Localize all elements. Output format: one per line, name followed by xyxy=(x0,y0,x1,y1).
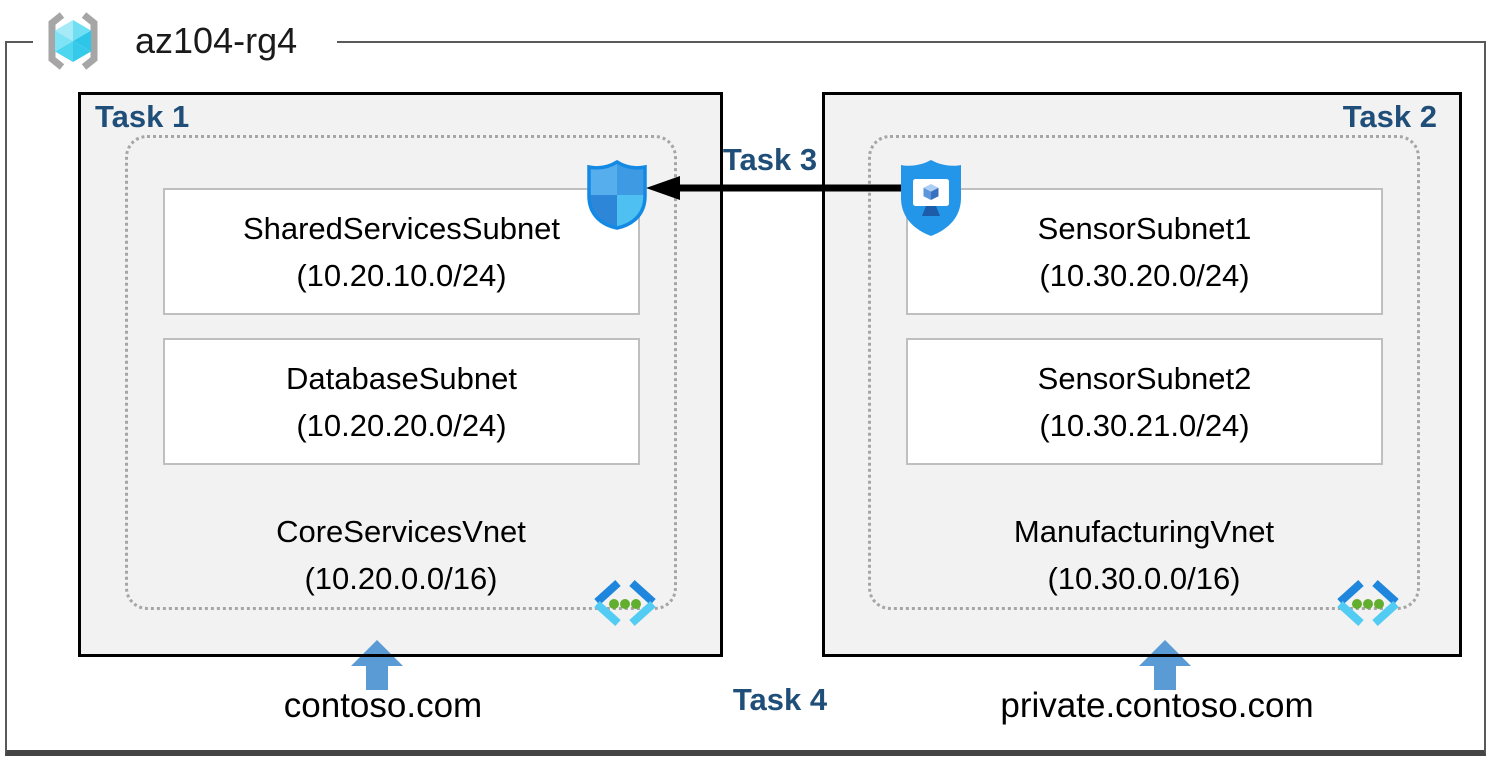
subnet-cidr: (10.30.20.0/24) xyxy=(1039,257,1250,293)
virtual-network-icon xyxy=(594,580,656,626)
subnet-box-sharedservices: SharedServicesSubnet (10.20.10.0/24) xyxy=(163,188,640,315)
subnet-name: DatabaseSubnet xyxy=(286,360,517,396)
subnet-name: SensorSubnet2 xyxy=(1037,360,1252,396)
subnet-cidr: (10.30.21.0/24) xyxy=(1039,407,1250,443)
resource-group-legend: az104-rg4 xyxy=(33,5,338,77)
vnet-cidr: (10.30.0.0/16) xyxy=(1047,561,1241,596)
resource-group-icon xyxy=(48,12,98,70)
subnet-box-database: DatabaseSubnet (10.20.20.0/24) xyxy=(163,338,640,465)
subnet-box-sensor1: SensorSubnet1 (10.30.20.0/24) xyxy=(906,188,1383,315)
resource-group-name: az104-rg4 xyxy=(135,20,298,61)
resource-group-frame: az104-rg4 xyxy=(5,5,1486,756)
vnet-name: CoreServicesVnet xyxy=(276,514,526,549)
vnet-label-manufacturing: ManufacturingVnet (10.30.0.0/16) xyxy=(871,508,1417,602)
up-arrow-contoso xyxy=(351,640,403,690)
dns-zone-private-contoso: private.contoso.com xyxy=(1000,686,1314,725)
up-arrow-private-contoso xyxy=(1139,640,1191,690)
task3-label: Task 3 xyxy=(722,142,818,177)
task4-label: Task 4 xyxy=(732,682,828,717)
bastion-icon xyxy=(901,160,961,236)
black-left-arrow xyxy=(646,176,910,200)
virtual-network-icon xyxy=(1337,580,1399,626)
vnet-cidr: (10.20.0.0/16) xyxy=(304,561,498,596)
subnet-cidr: (10.20.10.0/24) xyxy=(296,257,507,293)
subnet-cidr: (10.20.20.0/24) xyxy=(296,407,507,443)
subnet-name: SharedServicesSubnet xyxy=(242,210,561,246)
vnet-boundary-coreservices: SharedServicesSubnet (10.20.10.0/24) Dat… xyxy=(125,135,677,626)
vnet-boundary-manufacturing: SensorSubnet1 (10.30.20.0/24) SensorSubn… xyxy=(868,135,1420,626)
dns-zone-contoso: contoso.com xyxy=(283,686,483,725)
vnet-label-coreservices: CoreServicesVnet (10.20.0.0/16) xyxy=(128,508,674,602)
task2-label: Task 2 xyxy=(1342,99,1437,134)
subnet-box-sensor2: SensorSubnet2 (10.30.21.0/24) xyxy=(906,338,1383,465)
subnet-name: SensorSubnet1 xyxy=(1037,210,1252,246)
network-security-group-icon xyxy=(587,160,647,230)
vnet-name: ManufacturingVnet xyxy=(1013,514,1275,549)
task1-label: Task 1 xyxy=(95,99,190,134)
